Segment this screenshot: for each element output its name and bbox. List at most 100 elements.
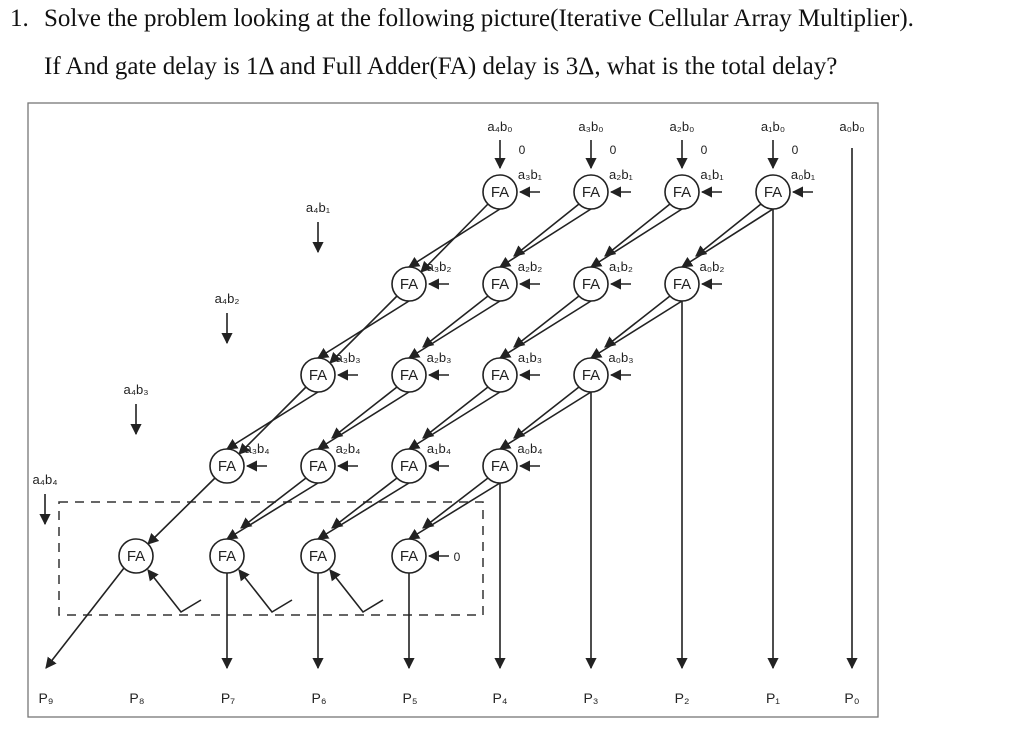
- fa-cell-label: FA: [400, 367, 418, 384]
- fa-cell: [209, 538, 245, 574]
- output-label: P₂: [675, 690, 690, 706]
- top-input-label: a₀b₀: [839, 119, 864, 134]
- side-input-label: a₁b₃: [518, 350, 542, 365]
- vertical-wire: [408, 391, 501, 450]
- fa-cell: [391, 538, 427, 574]
- fa-cell-label: FA: [491, 184, 509, 201]
- fa-cell-label: FA: [673, 184, 691, 201]
- fa-cell-label: FA: [764, 184, 782, 201]
- output-label: P₃: [583, 690, 598, 706]
- diagonal-wire: [422, 386, 489, 439]
- side-input-label: a₀b₄: [517, 441, 542, 456]
- question-text-1: Solve the problem looking at the followi…: [44, 5, 914, 32]
- fa-cell-label: FA: [673, 276, 691, 293]
- ripple-carry-wire: [238, 569, 293, 614]
- fa-cell-label: FA: [491, 458, 509, 475]
- vertical-wire: [590, 300, 683, 359]
- fa-cell: [391, 266, 427, 302]
- fa-cell-label: FA: [309, 458, 327, 475]
- vertical-wire: [226, 482, 319, 540]
- side-input-label: a₂b₃: [427, 350, 452, 365]
- fa-cell: [482, 266, 518, 302]
- vertical-wire: [408, 208, 501, 268]
- side-input-label: a₂b₄: [336, 441, 361, 456]
- side-input-label: a₃b₁: [518, 167, 543, 182]
- top-input-label: a₂b₀: [670, 119, 695, 134]
- final-row-dashed-box: [58, 501, 484, 616]
- fa-cell: [118, 538, 154, 574]
- diagram-frame: [27, 102, 879, 718]
- diagonal-wire: [422, 477, 489, 529]
- diagonal-wire: [604, 203, 671, 257]
- vertical-wire: [408, 482, 501, 540]
- side-input-label: a₁b₂: [609, 259, 633, 274]
- side-input-label: a₃b₃: [335, 350, 360, 365]
- vertical-wire: [317, 391, 410, 450]
- side-input-label: a₂b₁: [609, 167, 634, 182]
- side-input-label: a₃b₂: [427, 259, 452, 274]
- fa-cell-label: FA: [400, 548, 418, 565]
- left-input-label: a₄b₃: [123, 382, 148, 397]
- output-label: P₉: [39, 690, 54, 706]
- vertical-wire: [317, 300, 410, 359]
- fa-cell-label: FA: [491, 276, 509, 293]
- diagonal-wire: [513, 386, 580, 439]
- fa-cell-label: FA: [309, 548, 327, 565]
- fa-cell-label: FA: [127, 548, 145, 565]
- diagonal-wire: [331, 386, 398, 439]
- vertical-wire: [499, 391, 592, 450]
- fa-cell: [482, 448, 518, 484]
- top-input-label: a₄b₀: [487, 119, 512, 134]
- vertical-wire: [681, 208, 774, 268]
- fa-cell: [391, 357, 427, 393]
- fa-cell-label: FA: [309, 367, 327, 384]
- fa-cell-label: FA: [582, 184, 600, 201]
- side-input-label: a₂b₂: [518, 259, 543, 274]
- diagonal-wire: [513, 203, 580, 257]
- fa-cell: [573, 174, 609, 210]
- fa-cell: [482, 357, 518, 393]
- output-label: P₇: [221, 690, 235, 706]
- ripple-carry-wire: [147, 569, 202, 614]
- diagonal-wire: [513, 295, 580, 348]
- question-number: 1.: [10, 5, 29, 32]
- diagonal-wire: [422, 295, 489, 348]
- fa-cell-label: FA: [400, 276, 418, 293]
- output-label: P₄: [492, 690, 507, 706]
- output-label: P₅: [403, 690, 418, 706]
- fa-cell: [755, 174, 791, 210]
- left-input-label: a₄b₄: [32, 472, 57, 487]
- top-input-label: a₃b₀: [578, 119, 603, 134]
- fa-cell-label: FA: [582, 367, 600, 384]
- fa-cell: [664, 174, 700, 210]
- question-line-2: If And gate delay is 1Δ and Full Adder(F…: [44, 53, 838, 80]
- fa-cell: [300, 538, 336, 574]
- side-input-label: a₀b₁: [791, 167, 816, 182]
- side-input-label: a₁b₁: [700, 167, 724, 182]
- side-input-label: a₀b₃: [608, 350, 633, 365]
- diagonal-wire: [331, 477, 398, 529]
- vertical-wire: [408, 300, 501, 359]
- output-wire-p9: [45, 567, 125, 669]
- left-input-label: a₄b₂: [215, 291, 240, 306]
- fa-cell: [391, 448, 427, 484]
- top-input-label: a₁b₀: [761, 119, 785, 134]
- fa-cell: [573, 357, 609, 393]
- fa-cell: [482, 174, 518, 210]
- diagonal-wire: [240, 477, 307, 529]
- fa-cell-label: FA: [218, 548, 236, 565]
- fa-cell-label: FA: [400, 458, 418, 475]
- output-label: P₁: [766, 690, 780, 706]
- output-label: P₀: [844, 690, 859, 706]
- left-input-label: a₄b₁: [306, 200, 331, 215]
- diagonal-wire: [604, 295, 671, 348]
- fa-cell: [664, 266, 700, 302]
- ripple-carry-wire: [329, 569, 384, 614]
- zero-input-label: 0: [519, 143, 526, 157]
- fa-cell: [209, 448, 245, 484]
- diagonal-wire: [147, 477, 216, 545]
- zero-input-label: 0: [792, 143, 799, 157]
- fa-cell: [300, 357, 336, 393]
